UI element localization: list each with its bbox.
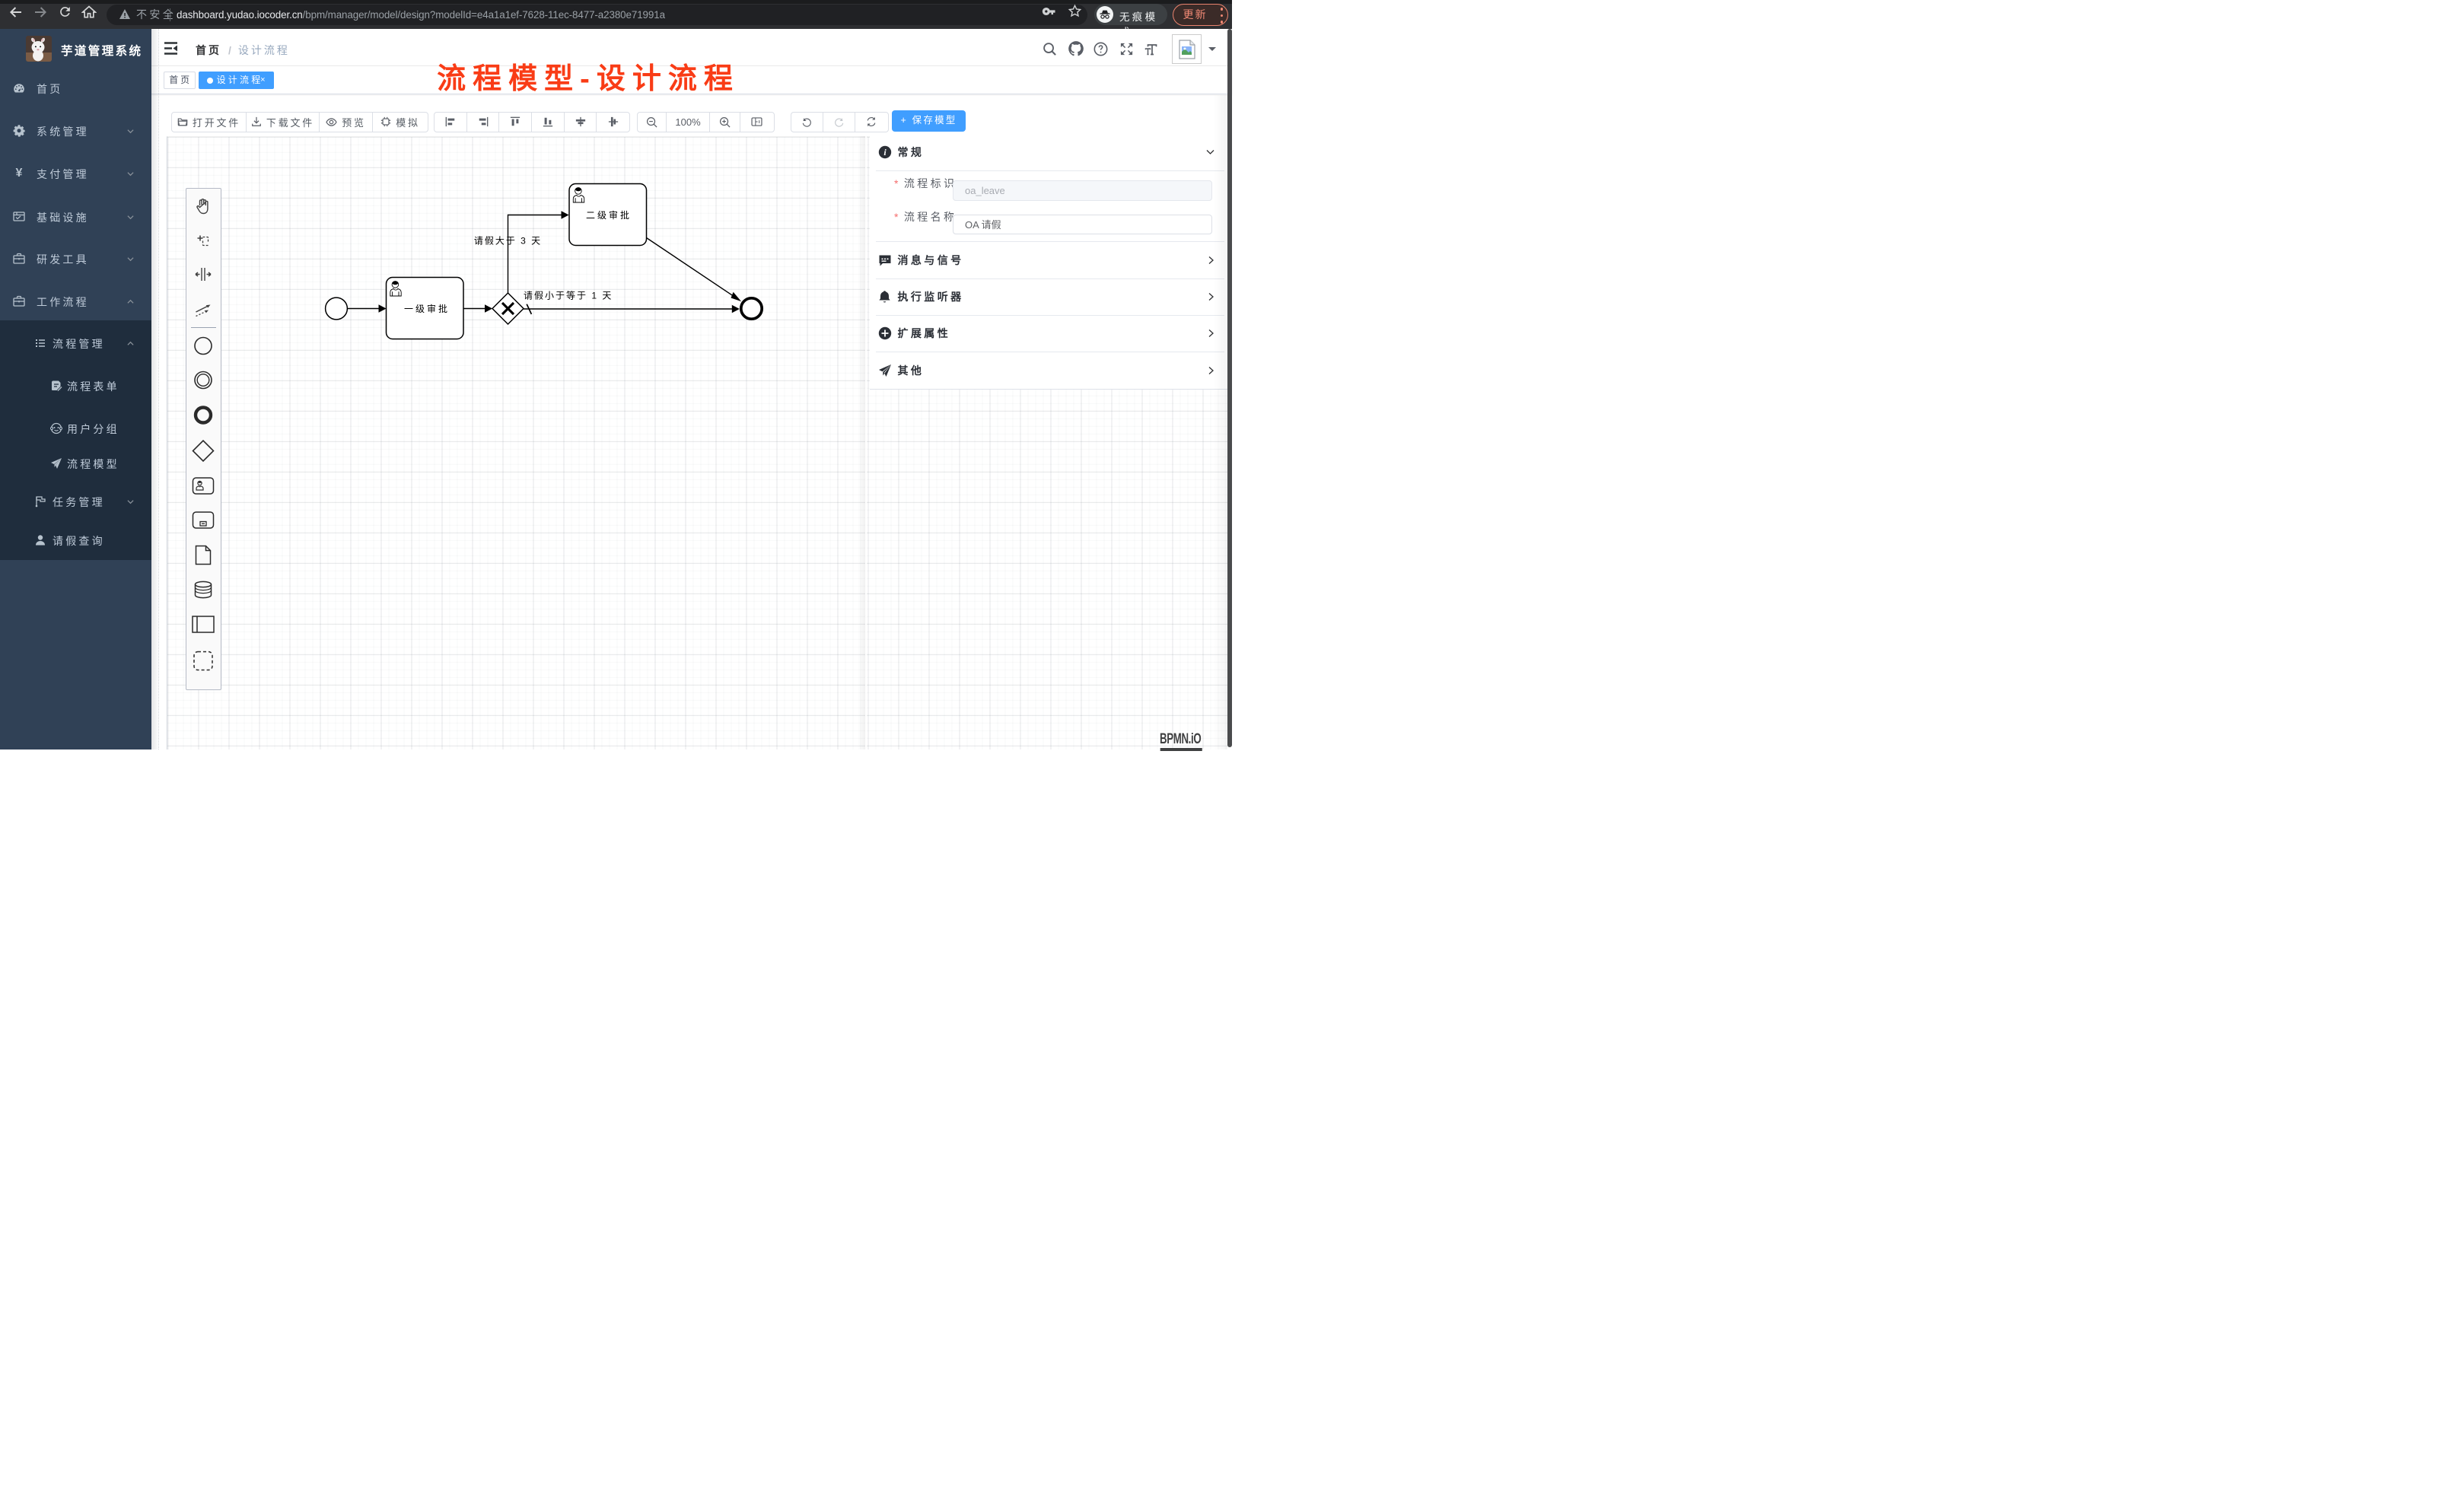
svg-text:一级审批: 一级审批 xyxy=(403,303,449,314)
svg-text:二级审批: 二级审批 xyxy=(585,209,631,221)
svg-text:请假小于等于 1 天: 请假小于等于 1 天 xyxy=(524,290,613,301)
svg-text:i: i xyxy=(883,147,887,158)
svg-text:请假大于 3 天: 请假大于 3 天 xyxy=(473,235,541,246)
